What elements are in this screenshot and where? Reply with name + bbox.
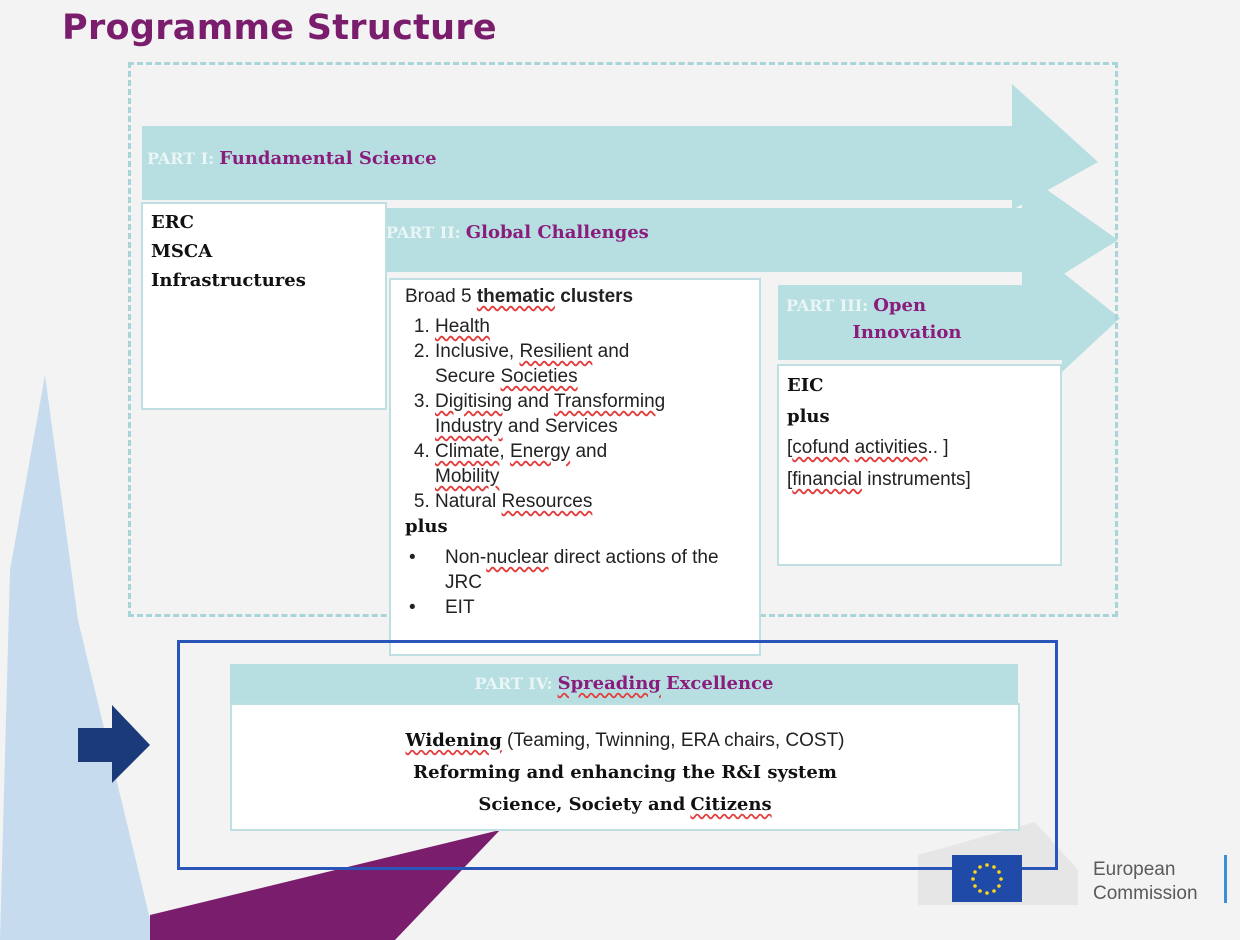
ec-text-line1: European xyxy=(1093,859,1176,880)
part2-plus: plus xyxy=(405,516,448,537)
part3-tag: PART III: xyxy=(786,296,869,315)
part4-line2: Reforming and enhancing the R&I system xyxy=(413,762,837,783)
eu-stars-icon xyxy=(971,863,1003,895)
part4-header: PART IV: Spreading Excellence xyxy=(230,664,1018,704)
part2-arrow xyxy=(382,172,1118,300)
page-title: Programme Structure xyxy=(62,8,497,48)
part1-tag: PART I: xyxy=(147,149,215,168)
part2-header: PART II: Global Challenges xyxy=(386,222,649,243)
part2-label: Global Challenges xyxy=(465,222,649,243)
part3-arrow xyxy=(778,248,1120,372)
part2-box: Broad 5 thematic clusters Health Inclusi… xyxy=(389,278,761,656)
eu-flag-icon xyxy=(952,855,1022,902)
part4-label-b: Excellence xyxy=(665,673,774,694)
light-blue-wedge xyxy=(0,375,155,940)
ec-logo-bar xyxy=(1224,855,1227,903)
part3-header: PART III: Open Innovation xyxy=(782,292,1032,346)
part3-box: EIC plus [cofund activities.. ] [financi… xyxy=(777,364,1062,566)
part1-box: ERC MSCA Infrastructures xyxy=(141,202,387,410)
part1-item-msca: MSCA xyxy=(151,241,213,262)
part3-item-eic: EIC xyxy=(787,375,824,396)
part1-label: Fundamental Science xyxy=(219,148,437,169)
navy-arrow xyxy=(78,705,150,783)
part1-arrow xyxy=(142,84,1098,210)
ec-logo-text: European Commission xyxy=(1093,858,1198,906)
purple-wedge xyxy=(150,830,500,940)
ec-text-line2: Commission xyxy=(1093,883,1198,904)
part2-tag: PART II: xyxy=(386,223,461,242)
extra-item: EIT xyxy=(409,595,745,620)
cluster-item: Natural Resources xyxy=(435,489,745,514)
cluster-item: Health xyxy=(435,314,745,339)
thematic-word: thematic xyxy=(476,286,555,307)
part2-extra-list: Non-nuclear direct actions of the JRC EI… xyxy=(405,545,745,620)
part3-plus: plus xyxy=(787,406,830,427)
part1-header: PART I: Fundamental Science xyxy=(147,148,437,169)
part3-label-line1: Open xyxy=(873,295,927,316)
part4-box: Widening (Teaming, Twinning, ERA chairs,… xyxy=(230,703,1020,831)
part1-item-erc: ERC xyxy=(151,212,195,233)
part4-line3: Science, Society and Citizens xyxy=(478,794,772,815)
part3-item-cofund: [cofund activities.. ] xyxy=(787,437,949,458)
part4-line1: Widening (Teaming, Twinning, ERA chairs,… xyxy=(405,730,845,751)
part3-label-line2: Innovation xyxy=(852,322,962,343)
part4-tag: PART IV: xyxy=(474,674,553,693)
extra-item: Non-nuclear direct actions of the JRC xyxy=(409,545,745,595)
part3-item-financial: [financial instruments] xyxy=(787,469,971,490)
part1-item-infrastructures: Infrastructures xyxy=(151,270,306,291)
part2-heading: Broad 5 thematic clusters xyxy=(405,286,634,307)
part4-frame xyxy=(177,640,1058,870)
part4-label-a: Spreading xyxy=(557,673,661,694)
